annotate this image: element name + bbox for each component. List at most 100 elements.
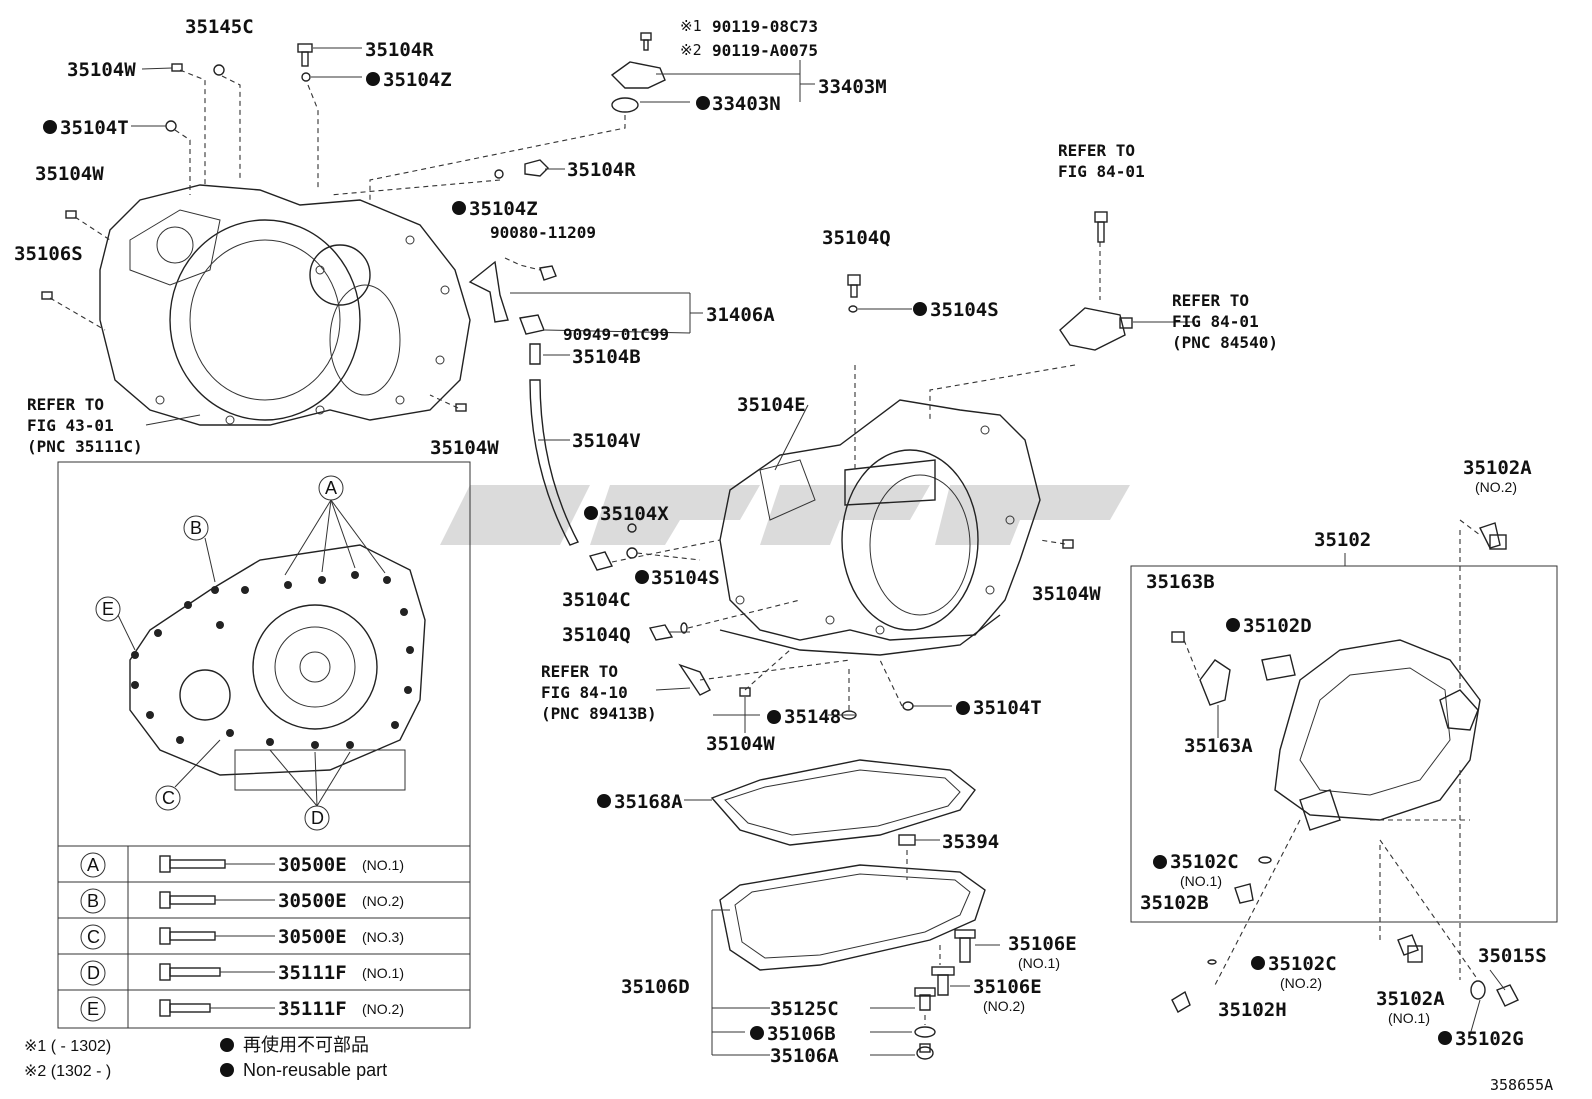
label-35106E-2: 35106E — [973, 976, 1042, 998]
ref-fig84-10-line3: (PNC 89413B) — [541, 704, 657, 723]
legend: ※1 ( - 1302) ※2 (1302 - ) 再使用不可部品 Non-re… — [24, 1035, 387, 1080]
table-sub-B: (NO.2) — [362, 893, 404, 909]
table-sub-E: (NO.2) — [362, 1001, 404, 1017]
table-part-A: 30500E — [278, 854, 347, 876]
label-35104T-top: 35104T — [60, 117, 129, 139]
label-35102A-low: 35102A — [1376, 988, 1445, 1010]
label-35106S: 35106S — [14, 243, 83, 265]
label-35102H: 35102H — [1218, 999, 1287, 1021]
ref-fig43-line1: REFER TO — [27, 395, 104, 414]
label-35104R-top: 35104R — [365, 39, 434, 61]
label-35125C: 35125C — [770, 998, 839, 1020]
label-35102C-2: 35102C — [1268, 953, 1337, 975]
table-sub-C: (NO.3) — [362, 929, 404, 945]
ref-fig84-01b-line1: REFER TO — [1172, 291, 1249, 310]
callout-B: B — [190, 518, 202, 538]
legend-note1: ※1 ( - 1302) — [24, 1038, 111, 1055]
ref-fig84-10-line2: FIG 84-10 — [541, 683, 628, 702]
label-33403M: 33403M — [818, 76, 887, 98]
label-35148: 35148 — [784, 706, 841, 728]
label-35104W-1: 35104W — [67, 59, 136, 81]
ref-fig84-01b-line3: (PNC 84540) — [1172, 333, 1278, 352]
label-35104S-top: 35104S — [930, 299, 999, 321]
ref-fig84-01a-line2: FIG 84-01 — [1058, 162, 1145, 181]
label-35102D: 35102D — [1243, 615, 1312, 637]
label-35394: 35394 — [942, 831, 999, 853]
ref-fig43-line3: (PNC 35111C) — [27, 437, 143, 456]
label-35104Z-mid: 35104Z — [469, 198, 538, 220]
callout-D: D — [311, 808, 324, 828]
table-sub-A: (NO.1) — [362, 857, 404, 873]
legend-nonreuse-jp: 再使用不可部品 — [243, 1035, 369, 1055]
label-90949-01C99: 90949-01C99 — [563, 325, 669, 344]
bolt-locator-inset — [57, 461, 471, 1029]
ref-fig84-01a-line1: REFER TO — [1058, 141, 1135, 160]
label-35104T-low: 35104T — [973, 697, 1042, 719]
label-35015S: 35015S — [1478, 945, 1547, 967]
reference-leaders — [145, 321, 1195, 716]
oil-pan-group — [684, 759, 1000, 1060]
table-part-D: 35111F — [278, 962, 347, 984]
label-35104Z-top: 35104Z — [383, 69, 452, 91]
figure-number: 358655A — [1490, 1076, 1553, 1094]
legend-nonreuse-en: Non-reusable part — [243, 1060, 387, 1080]
label-33403N: 33403N — [712, 93, 781, 115]
label-35145C: 35145C — [185, 16, 254, 38]
label-35104W-5: 35104W — [1032, 583, 1101, 605]
label-35106B: 35106B — [767, 1023, 836, 1045]
label-35102C-2-sub: (NO.2) — [1280, 975, 1322, 991]
transaxle-case-center — [719, 242, 1101, 656]
table-part-C: 30500E — [278, 926, 347, 948]
ref-fig84-10-line1: REFER TO — [541, 662, 618, 681]
label-35102A-top-sub: (NO.2) — [1475, 479, 1517, 495]
bolt-icons — [159, 855, 275, 1017]
label-35104B: 35104B — [572, 346, 641, 368]
label-35104W-4: 35104W — [706, 733, 775, 755]
inset-labels: A B C D E A 30500E (NO.1) B 30500E (NO.2… — [87, 478, 404, 1020]
label-35104Q-low: 35104Q — [562, 624, 631, 646]
table-key-E: E — [87, 999, 99, 1019]
label-35104S-low: 35104S — [651, 567, 720, 589]
transaxle-housing-left — [99, 184, 471, 426]
label-35163A: 35163A — [1184, 735, 1253, 757]
table-part-B: 30500E — [278, 890, 347, 912]
part-labels: 35145C 35104R 35104W 35104Z 35104T 35104… — [14, 16, 1553, 1094]
label-31406A: 31406A — [706, 304, 775, 326]
non-reusable-markers — [43, 72, 1452, 1077]
table-key-D: D — [87, 963, 100, 983]
callout-A: A — [325, 478, 337, 498]
label-35104W-2: 35104W — [35, 163, 104, 185]
table-sub-D: (NO.1) — [362, 965, 404, 981]
callout-C: C — [162, 788, 175, 808]
label-35104Q-top: 35104Q — [822, 227, 891, 249]
watermark-logo — [440, 485, 1130, 545]
label-35168A: 35168A — [614, 791, 683, 813]
label-35106D: 35106D — [621, 976, 690, 998]
label-35102C-1-sub: (NO.1) — [1180, 873, 1222, 889]
table-key-A: A — [87, 855, 99, 875]
small-parts-upper-left — [41, 43, 467, 412]
label-35104X: 35104X — [600, 503, 669, 525]
label-35104W-3: 35104W — [430, 437, 499, 459]
label-35104E: 35104E — [737, 394, 806, 416]
center-small-parts — [588, 211, 1133, 733]
label-35104R-mid: 35104R — [567, 159, 636, 181]
label-35106A: 35106A — [770, 1045, 839, 1067]
label-90119-08C73: 90119-08C73 — [712, 17, 818, 36]
label-90119-A0075: 90119-A0075 — [712, 41, 818, 60]
label-35102A-top: 35102A — [1463, 457, 1532, 479]
table-key-C: C — [87, 927, 100, 947]
label-35102G: 35102G — [1455, 1028, 1524, 1050]
label-35102: 35102 — [1314, 529, 1371, 551]
label-35102C-1: 35102C — [1170, 851, 1239, 873]
callout-E: E — [102, 599, 114, 619]
center-top-parts — [329, 32, 815, 546]
label-90080-11209: 90080-11209 — [490, 223, 596, 242]
ref-fig43-line2: FIG 43-01 — [27, 416, 114, 435]
label-35106E-1-sub: (NO.1) — [1018, 955, 1060, 971]
ref-fig84-01b-line2: FIG 84-01 — [1172, 312, 1259, 331]
table-key-B: B — [87, 891, 99, 911]
legend-note2: ※2 (1302 - ) — [24, 1063, 111, 1080]
